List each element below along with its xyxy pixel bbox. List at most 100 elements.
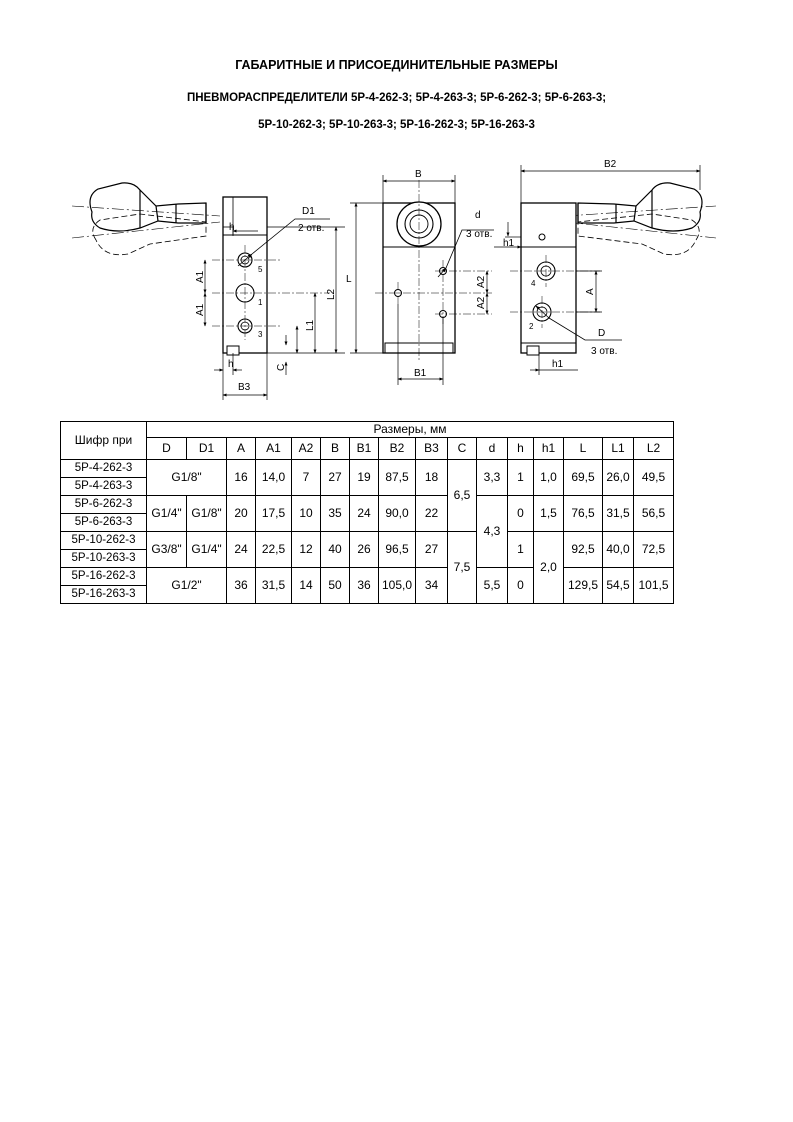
col-header: h bbox=[507, 437, 534, 460]
cell-L: 92,5 bbox=[563, 531, 603, 568]
code-header: Шифр при bbox=[60, 421, 147, 460]
label-d: d bbox=[475, 210, 481, 221]
label-A2-lower: A2 bbox=[476, 296, 487, 309]
code-cell: 5Р-10-262-3 bbox=[60, 531, 147, 550]
cell-B: 40 bbox=[320, 531, 350, 568]
cell-B1: 26 bbox=[349, 531, 379, 568]
label-A1-lower: A1 bbox=[195, 303, 206, 316]
label-h1-top: h1 bbox=[503, 238, 515, 249]
code-cell: 5Р-4-262-3 bbox=[60, 459, 147, 478]
cell-d: 5,5 bbox=[476, 567, 508, 604]
cell-B3: 34 bbox=[415, 567, 448, 604]
code-cell: 5Р-16-262-3 bbox=[60, 567, 147, 586]
label-L2: L2 bbox=[326, 288, 337, 300]
col-header: L bbox=[563, 437, 603, 460]
col-header: C bbox=[447, 437, 477, 460]
cell-D: G3/8" bbox=[146, 531, 187, 568]
label-3-holes-right: 3 отв. bbox=[591, 346, 617, 357]
cell-B2: 87,5 bbox=[378, 459, 416, 496]
cell-h: 0 bbox=[507, 495, 534, 532]
label-B2: B2 bbox=[604, 160, 617, 170]
cell-h: 1 bbox=[507, 531, 534, 568]
code-cell: 5Р-16-263-3 bbox=[60, 585, 147, 604]
col-header: d bbox=[476, 437, 508, 460]
cell-L1: 54,5 bbox=[602, 567, 634, 604]
col-header: L2 bbox=[633, 437, 674, 460]
cell-L2: 49,5 bbox=[633, 459, 674, 496]
cell-D-D1: G1/2" bbox=[146, 567, 227, 604]
code-cell: 5Р-4-263-3 bbox=[60, 477, 147, 496]
cell-d: 3,3 bbox=[476, 459, 508, 496]
cell-D1: G1/8" bbox=[186, 495, 227, 532]
col-header: h1 bbox=[533, 437, 564, 460]
cell-A2: 10 bbox=[291, 495, 321, 532]
label-3-holes-top: 3 отв. bbox=[466, 229, 492, 240]
label-h-bottom: h bbox=[228, 359, 234, 370]
cell-A1: 14,0 bbox=[255, 459, 292, 496]
sizes-header: Размеры, мм bbox=[146, 421, 674, 438]
front-view bbox=[350, 175, 494, 385]
label-port-1: 1 bbox=[258, 298, 263, 307]
label-port-5: 5 bbox=[258, 265, 263, 274]
label-B3: B3 bbox=[238, 382, 251, 393]
code-cell: 5Р-6-263-3 bbox=[60, 513, 147, 532]
cell-B2: 96,5 bbox=[378, 531, 416, 568]
models-line-2: 5Р-10-262-3; 5Р-10-263-3; 5Р-16-262-3; 5… bbox=[258, 119, 535, 131]
cell-B1: 19 bbox=[349, 459, 379, 496]
label-A1-upper: A1 bbox=[195, 270, 206, 283]
code-cell: 5Р-10-263-3 bbox=[60, 549, 147, 568]
main-title: ГАБАРИТНЫЕ И ПРИСОЕДИНИТЕЛЬНЫЕ РАЗМЕРЫ bbox=[235, 58, 558, 72]
label-A: A bbox=[585, 288, 596, 295]
cell-L: 69,5 bbox=[563, 459, 603, 496]
cell-d-merged: 4,3 bbox=[476, 495, 508, 568]
cell-L2: 56,5 bbox=[633, 495, 674, 532]
table-row: 5Р-16-263-3 bbox=[60, 585, 674, 604]
table-row: 5Р-16-262-3 G1/2" 36 31,5 14 50 36 105,0… bbox=[60, 567, 674, 604]
cell-A: 20 bbox=[226, 495, 256, 532]
label-B: B bbox=[415, 169, 422, 180]
label-D: D bbox=[598, 328, 605, 339]
cell-C-merged: 7,5 bbox=[447, 531, 477, 604]
cell-A2: 14 bbox=[291, 567, 321, 604]
cell-L2: 72,5 bbox=[633, 531, 674, 568]
col-header: D1 bbox=[186, 437, 227, 460]
cell-C-merged: 6,5 bbox=[447, 459, 477, 532]
dimensions-table: Шифр при Размеры, мм D D1 A A1 A2 B B1 B… bbox=[60, 421, 674, 604]
table-row: 5Р-6-262-3 G1/4" G1/8" 20 17,5 10 35 24 … bbox=[60, 495, 674, 568]
cell-D: G1/4" bbox=[146, 495, 187, 532]
cell-A1: 22,5 bbox=[255, 531, 292, 568]
cell-B2: 90,0 bbox=[378, 495, 416, 532]
col-header: A2 bbox=[291, 437, 321, 460]
cell-B1: 24 bbox=[349, 495, 379, 532]
label-L1: L1 bbox=[305, 319, 316, 331]
cell-A: 36 bbox=[226, 567, 256, 604]
cell-L1: 40,0 bbox=[602, 531, 634, 568]
table-row: 5Р-10-263-3 bbox=[60, 549, 674, 568]
label-2-holes: 2 отв. bbox=[298, 223, 324, 234]
handle-left bbox=[89, 182, 207, 232]
label-A2-upper: A2 bbox=[476, 275, 487, 288]
cell-D1: G1/4" bbox=[186, 531, 227, 568]
label-L: L bbox=[346, 274, 352, 285]
side-view-right bbox=[494, 165, 717, 375]
cell-B3: 18 bbox=[415, 459, 448, 496]
label-B1: B1 bbox=[414, 368, 427, 379]
label-h1-bottom: h1 bbox=[552, 359, 564, 370]
models-line-1: ПНЕВМОРАСПРЕДЕЛИТЕЛИ 5Р-4-262-3; 5Р-4-26… bbox=[186, 92, 607, 104]
col-header: B1 bbox=[349, 437, 379, 460]
cell-A: 16 bbox=[226, 459, 256, 496]
col-header: A bbox=[226, 437, 256, 460]
col-header: L1 bbox=[602, 437, 634, 460]
cell-h: 0 bbox=[507, 567, 534, 604]
cell-B1: 36 bbox=[349, 567, 379, 604]
cell-L: 76,5 bbox=[563, 495, 603, 532]
table-row: 5Р-4-262-3 G1/8" 16 14,0 7 27 19 87,5 18… bbox=[60, 459, 674, 532]
label-h-top: h bbox=[229, 222, 235, 233]
cell-B: 35 bbox=[320, 495, 350, 532]
col-header: B3 bbox=[415, 437, 448, 460]
label-D1: D1 bbox=[302, 206, 315, 217]
handle-right bbox=[577, 182, 703, 232]
cell-B3: 22 bbox=[415, 495, 448, 532]
table-row: 5Р-10-262-3 G3/8" G1/4" 24 22,5 12 40 26… bbox=[60, 531, 674, 604]
cell-A1: 17,5 bbox=[255, 495, 292, 532]
